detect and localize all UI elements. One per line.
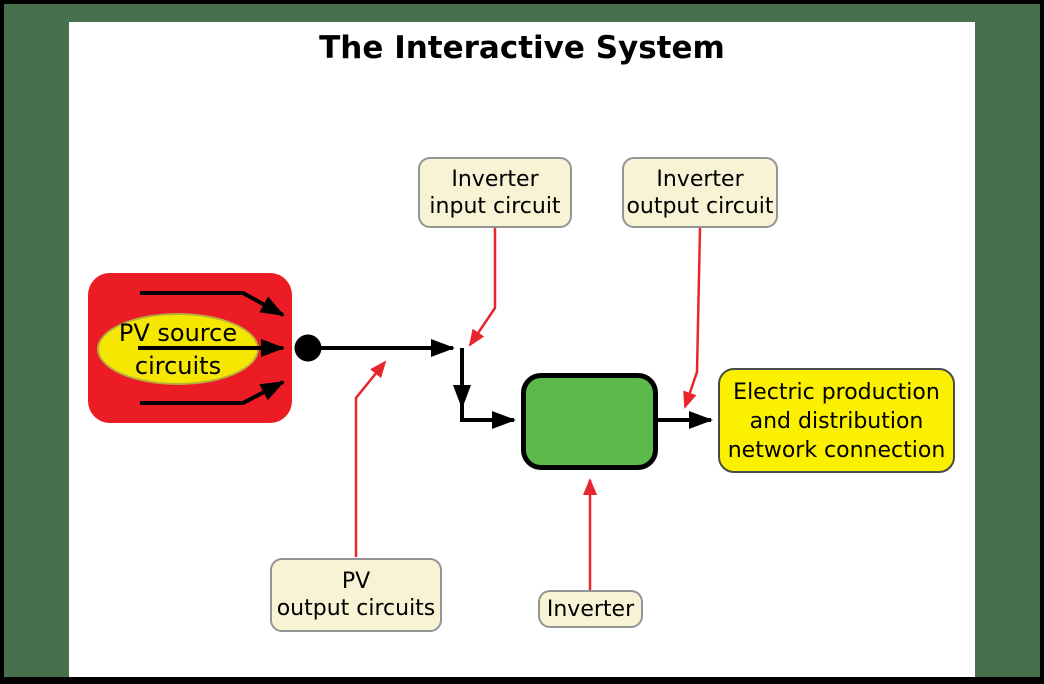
page-title: The Interactive System	[319, 30, 725, 66]
pv-source-label: PV source circuits	[118, 319, 238, 380]
callout-pv-output: PV output circuits	[270, 558, 442, 632]
callout-inverter-input: Inverter input circuit	[418, 157, 572, 228]
callout-inverter: Inverter	[538, 590, 643, 628]
inverter-block	[521, 373, 658, 470]
grid-connection-block: Electric production and distribution net…	[718, 368, 955, 473]
callout-inverter-output: Inverter output circuit	[622, 157, 778, 228]
